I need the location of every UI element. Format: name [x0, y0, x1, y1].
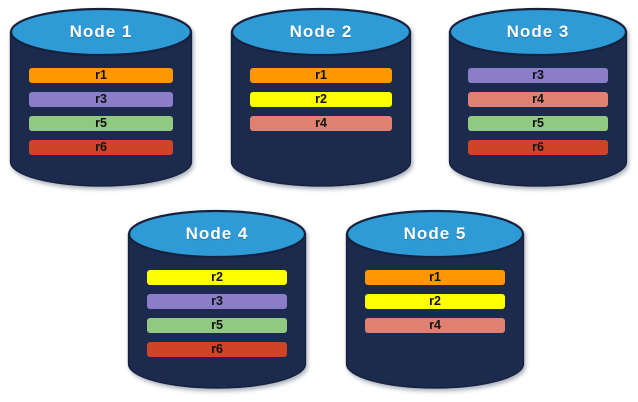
replica-bar[interactable]: r5	[146, 318, 288, 333]
replica-bar[interactable]: r6	[467, 140, 609, 155]
cylinder-top-ellipse	[448, 7, 628, 57]
replica-bar[interactable]: r4	[364, 318, 506, 333]
replica-bar-list: r1 r2 r4	[346, 270, 524, 333]
replica-bar[interactable]: r4	[249, 116, 393, 131]
replica-bar-list: r3 r4 r5 r6	[449, 68, 627, 155]
replica-bar[interactable]: r6	[146, 342, 288, 357]
replica-bar[interactable]: r2	[146, 270, 288, 285]
replica-bar[interactable]: r1	[249, 68, 393, 83]
replica-bar[interactable]: r1	[364, 270, 506, 285]
replica-bar[interactable]: r4	[467, 92, 609, 107]
replica-bar[interactable]: r1	[29, 68, 173, 83]
replica-bar-list: r1 r3 r5 r6	[10, 68, 192, 155]
replica-bar[interactable]: r3	[146, 294, 288, 309]
replica-bar[interactable]: r5	[29, 116, 173, 131]
replica-bar[interactable]: r3	[467, 68, 609, 83]
cylinder-top-ellipse	[127, 209, 307, 259]
cylinder-top-ellipse	[9, 7, 193, 57]
cylinder-top-ellipse	[345, 209, 525, 259]
replica-bar[interactable]: r6	[29, 140, 173, 155]
replica-bar[interactable]: r5	[467, 116, 609, 131]
cylinder-top-ellipse	[230, 7, 412, 57]
replica-bar[interactable]: r2	[364, 294, 506, 309]
replica-bar[interactable]: r3	[29, 92, 173, 107]
replica-bar[interactable]: r2	[249, 92, 393, 107]
replica-bar-list: r1 r2 r4	[231, 68, 411, 131]
replica-bar-list: r2 r3 r5 r6	[128, 270, 306, 357]
